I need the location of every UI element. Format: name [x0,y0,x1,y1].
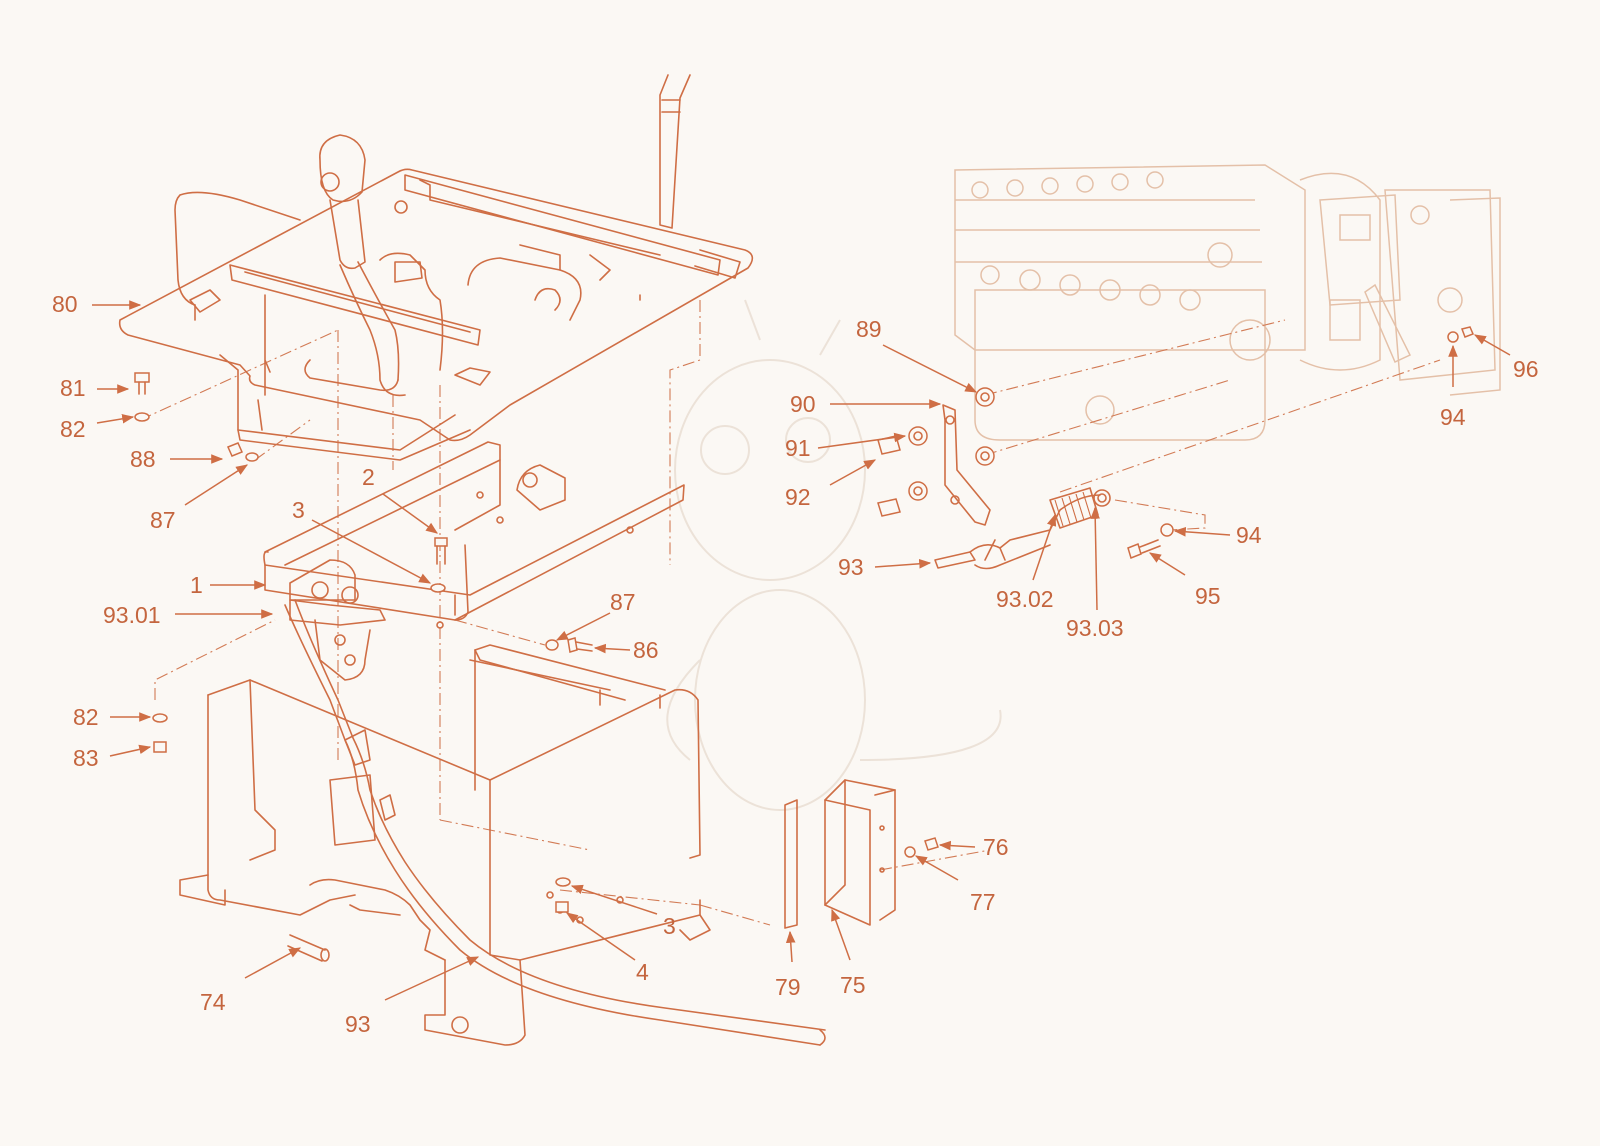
base-frame [179,644,711,1046]
label-96: 96 [1513,356,1539,382]
control-cable [284,599,826,1046]
label-3-lower: 3 [663,913,676,939]
label-76: 76 [983,834,1009,860]
part-labels: 80 81 82 88 87 2 3 1 93.01 87 86 82 83 7… [52,291,1539,1037]
label-79: 79 [775,974,801,1000]
label-95: 95 [1195,583,1221,609]
label-93-02: 93.02 [996,586,1054,612]
engine-block [954,164,1501,441]
label-93-lower: 93 [345,1011,371,1037]
label-77: 77 [970,889,996,915]
label-92: 92 [785,484,811,510]
label-94: 94 [1236,522,1262,548]
label-93-03: 93.03 [1066,615,1124,641]
label-81: 81 [60,375,86,401]
cable-end [934,487,1111,570]
frame-bracket [263,441,685,681]
label-83: 83 [73,745,99,771]
label-4: 4 [636,959,649,985]
label-88: 88 [130,446,156,472]
strip-79 [784,799,798,929]
label-75: 75 [840,972,866,998]
label-80: 80 [52,291,78,317]
cover-75 [824,779,896,926]
label-93-upper: 93 [838,554,864,580]
hardware [134,326,1474,913]
label-82-lower: 82 [73,704,99,730]
label-86: 86 [633,637,659,663]
label-3: 3 [292,497,305,523]
pin-74 [287,934,330,962]
throttle-lever [942,404,991,526]
label-1: 1 [190,572,203,598]
assembly-lines [139,300,1441,926]
label-2: 2 [362,464,375,490]
label-94-engine: 94 [1440,404,1466,430]
seat-plate [118,168,754,461]
label-87: 87 [150,507,176,533]
label-87-right: 87 [610,589,636,615]
label-93-01: 93.01 [103,602,161,628]
label-91: 91 [785,435,811,461]
joystick-lever [319,134,444,397]
label-74: 74 [200,989,226,1015]
label-89: 89 [856,316,882,342]
pilot-hose [659,74,691,229]
label-82: 82 [60,416,86,442]
leader-lines [92,300,1511,1001]
label-90: 90 [790,391,816,417]
dragon-watermark [666,299,1002,811]
